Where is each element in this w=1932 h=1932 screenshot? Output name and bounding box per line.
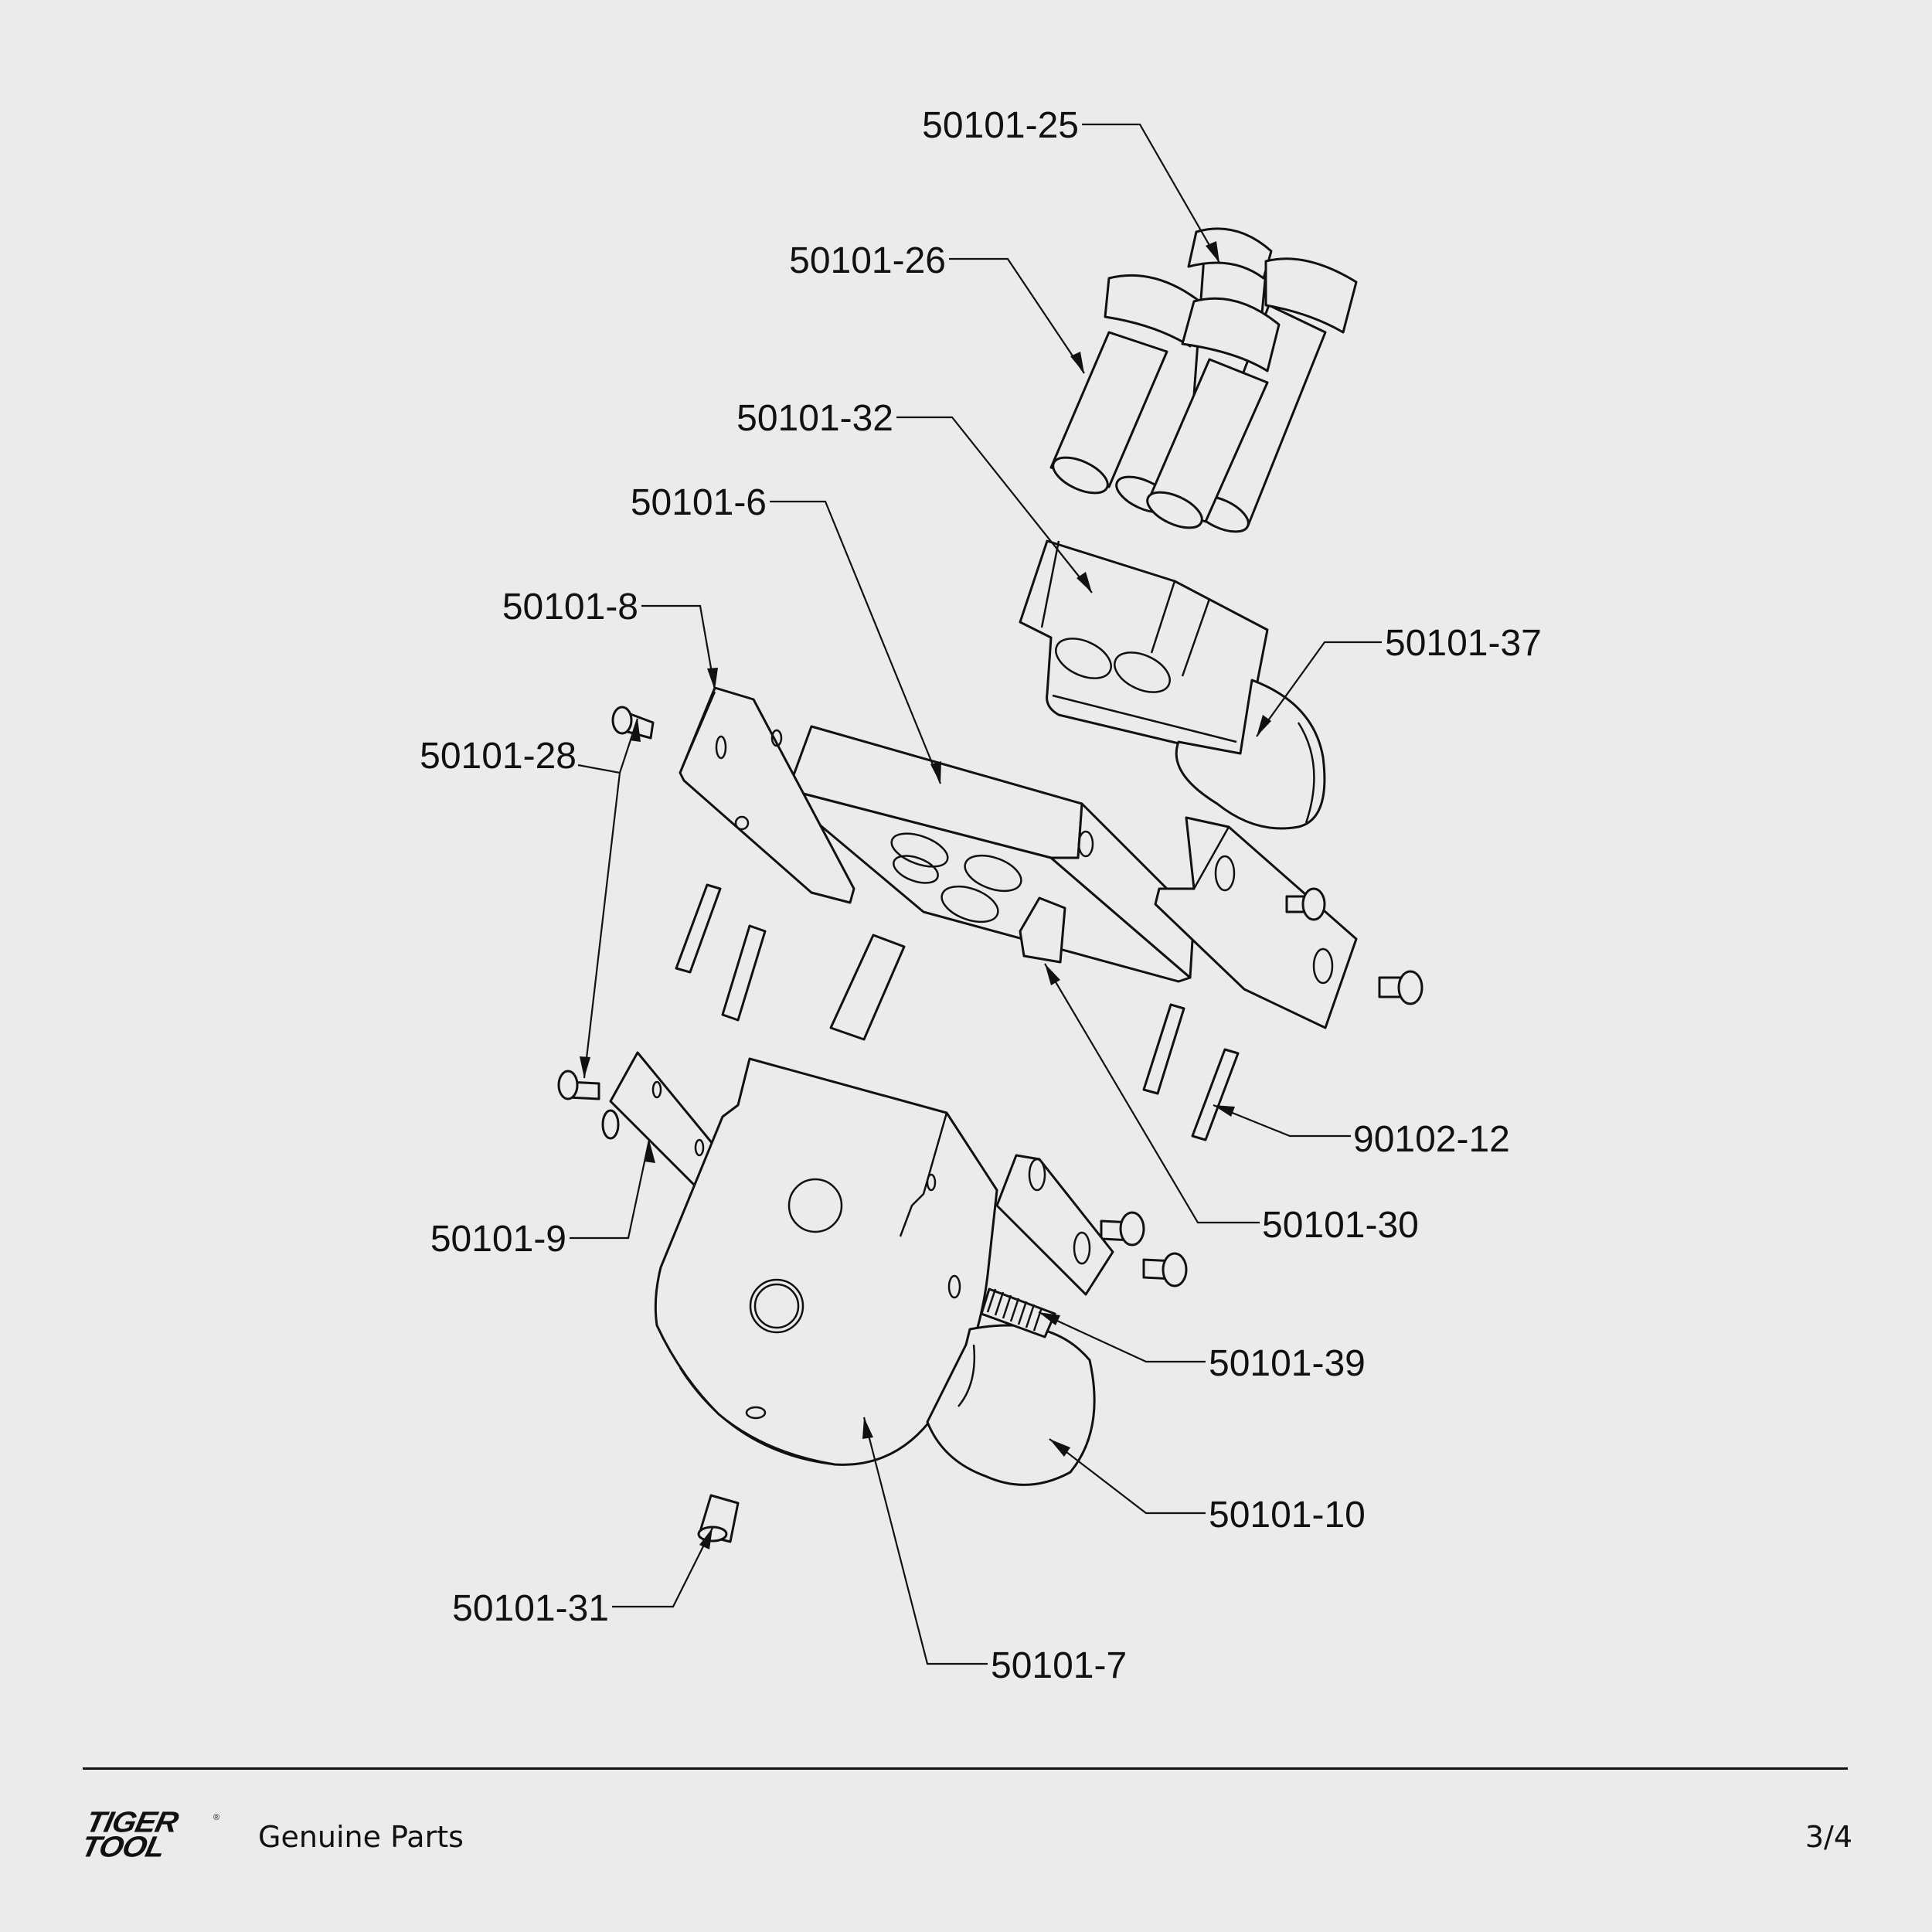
logo-line-2: TOOL: [78, 1831, 168, 1863]
callout-50101-31[interactable]: 50101-31: [452, 1588, 609, 1629]
leader-50101-10: [1049, 1438, 1206, 1515]
leader-lines: [570, 123, 1382, 1665]
clamp-block: [1019, 539, 1269, 758]
tagline: Genuine Parts: [258, 1820, 464, 1854]
tiger-tool-logo: TIGER TOOL ®: [78, 1806, 225, 1863]
leader-50101-6: [770, 500, 942, 784]
leader-50101-8: [641, 604, 716, 691]
spring: [980, 1287, 1056, 1338]
callout-50101-10[interactable]: 50101-10: [1209, 1495, 1366, 1536]
leader-50101-25: [1082, 123, 1220, 264]
leader-50101-9: [570, 1139, 651, 1240]
callout-50101-6[interactable]: 50101-6: [630, 482, 767, 523]
screw-lower-right-2: [1142, 1252, 1188, 1287]
base-block: [787, 725, 1196, 983]
callout-50101-9[interactable]: 50101-9: [430, 1219, 566, 1260]
dowel-pins: [675, 883, 1240, 1141]
left-bracket: [679, 686, 855, 904]
footer-divider: [83, 1767, 1848, 1770]
page-number: 3/4: [1804, 1820, 1852, 1854]
callout-50101-39[interactable]: 50101-39: [1209, 1343, 1366, 1384]
set-screw: [697, 1494, 740, 1543]
leader-50101-31: [612, 1527, 713, 1608]
callout-90102-12[interactable]: 90102-12: [1353, 1119, 1510, 1160]
right-bracket: [1154, 816, 1358, 1029]
leader-50101-39: [1038, 1311, 1206, 1363]
callout-50101-30[interactable]: 50101-30: [1262, 1205, 1419, 1246]
screw-lower-left: [557, 1070, 600, 1100]
leader-50101-7: [862, 1417, 988, 1665]
round-housing: [1175, 679, 1326, 830]
screw-right-bracket: [1285, 887, 1326, 921]
callout-50101-28[interactable]: 50101-28: [420, 736, 577, 777]
registered-mark: ®: [213, 1813, 220, 1822]
housing-tab: [995, 1154, 1114, 1296]
leader-arrowheads: [580, 241, 1271, 1549]
cap-screw-front: [1146, 297, 1281, 529]
callout-50101-25[interactable]: 50101-25: [922, 105, 1079, 146]
callout-50101-7[interactable]: 50101-7: [991, 1645, 1128, 1686]
screw-lower-right-1: [1100, 1211, 1145, 1247]
round-cover: [926, 1324, 1096, 1486]
cap-screw-left: [1049, 274, 1203, 514]
flat-head-screws: [557, 706, 1423, 1287]
leader-50101-30: [1044, 963, 1260, 1224]
callout-50101-37[interactable]: 50101-37: [1385, 623, 1542, 664]
screw-right-loose: [1378, 970, 1423, 1005]
leader-50101-37: [1256, 641, 1382, 737]
leader-50101-32: [896, 416, 1093, 594]
cap-screw-group: [1049, 227, 1358, 533]
callout-50101-8[interactable]: 50101-8: [502, 587, 638, 628]
leader-90102-12: [1213, 1104, 1351, 1138]
leader-50101-26: [949, 257, 1085, 374]
callout-50101-32[interactable]: 50101-32: [736, 398, 893, 439]
leader-50101-28: [577, 718, 639, 1079]
callout-50101-26[interactable]: 50101-26: [789, 240, 946, 281]
